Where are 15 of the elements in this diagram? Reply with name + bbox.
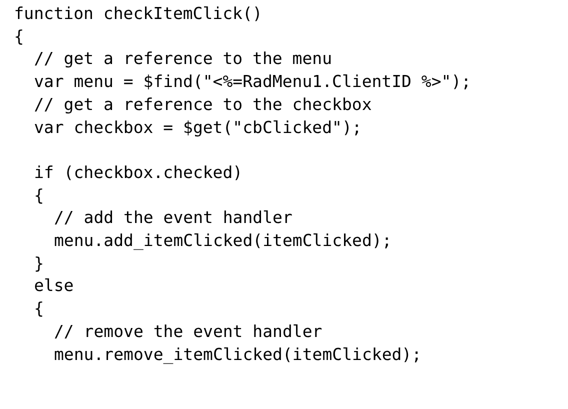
code-line: menu.remove_itemClicked(itemClicked);: [54, 344, 422, 364]
code-line: function checkItemClick(): [14, 4, 262, 24]
code-line: // remove the event handler: [54, 322, 322, 342]
code-line: var menu = $find("<%=RadMenu1.ClientID %>");: [34, 72, 472, 92]
code-line: {: [14, 26, 24, 47]
code-line: if (checkbox.checked): [34, 162, 243, 183]
code-line: {: [34, 186, 44, 206]
code-line: // get a reference to the checkbox: [34, 94, 372, 115]
code-line: // add the event handler: [54, 208, 292, 228]
code-line: menu.add_itemClicked(itemClicked);: [54, 231, 392, 251]
code-line: var checkbox = $get("cbClicked");: [34, 118, 362, 138]
code-line: // get a reference to the menu: [34, 49, 332, 70]
code-line: {: [34, 299, 44, 320]
code-line: else: [34, 276, 74, 296]
code-line: }: [34, 254, 44, 274]
